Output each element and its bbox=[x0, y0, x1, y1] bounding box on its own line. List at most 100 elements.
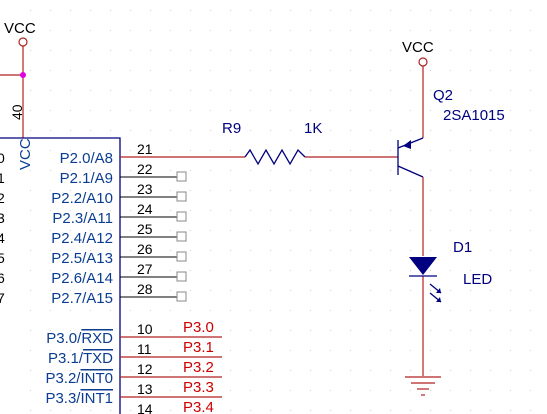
grid-dot bbox=[170, 350, 171, 351]
grid-dot bbox=[290, 230, 291, 231]
grid-dot bbox=[450, 90, 451, 91]
grid-dot bbox=[110, 270, 111, 271]
grid-dot bbox=[270, 270, 271, 271]
transistor-q2[interactable]: Q2 2SA1015 bbox=[397, 87, 505, 178]
grid-dot bbox=[130, 370, 131, 371]
grid-dot bbox=[450, 410, 451, 411]
grid-dot bbox=[30, 190, 31, 191]
grid-dot bbox=[30, 50, 31, 51]
grid-dot bbox=[250, 390, 251, 391]
grid-dot bbox=[270, 170, 271, 171]
grid-dot bbox=[110, 50, 111, 51]
grid-dot bbox=[450, 190, 451, 191]
grid-dot bbox=[350, 390, 351, 391]
grid-dot bbox=[390, 370, 391, 371]
grid-dot bbox=[530, 390, 531, 391]
resistor-r9[interactable]: R9 1K bbox=[222, 120, 322, 166]
grid-dot bbox=[210, 390, 211, 391]
grid-dot bbox=[490, 310, 491, 311]
grid-dot bbox=[70, 210, 71, 211]
grid-dot bbox=[470, 290, 471, 291]
mcu-port2-pins: P2.0/A821P2.1/A922P2.2/A1023P2.3/A1124P2… bbox=[51, 141, 187, 307]
vcc-right-symbol[interactable]: VCC bbox=[402, 39, 434, 138]
grid-dot bbox=[350, 410, 351, 411]
grid-dot bbox=[310, 110, 311, 111]
grid-dot bbox=[330, 210, 331, 211]
grid-dot bbox=[510, 390, 511, 391]
grid-dot bbox=[450, 130, 451, 131]
grid-dot bbox=[490, 110, 491, 111]
grid-dot bbox=[70, 130, 71, 131]
grid-dot bbox=[250, 350, 251, 351]
grid-dot bbox=[510, 170, 511, 171]
grid-dot bbox=[70, 70, 71, 71]
grid-dot bbox=[270, 310, 271, 311]
grid-dot bbox=[390, 130, 391, 131]
grid-dot bbox=[110, 170, 111, 171]
no-connect-marker bbox=[176, 191, 187, 202]
grid-dot bbox=[190, 410, 191, 411]
grid-dot bbox=[250, 30, 251, 31]
grid-dot bbox=[190, 390, 191, 391]
grid-dot bbox=[530, 130, 531, 131]
q2-designator: Q2 bbox=[433, 87, 453, 104]
vcc-right-terminal bbox=[418, 57, 428, 67]
grid-dot bbox=[110, 250, 111, 251]
grid-dot bbox=[370, 170, 371, 171]
grid-dot bbox=[430, 330, 431, 331]
grid-dot bbox=[450, 330, 451, 331]
r9-designator: R9 bbox=[222, 120, 241, 137]
grid-dot bbox=[150, 330, 151, 331]
grid-dot bbox=[350, 170, 351, 171]
grid-dot bbox=[250, 10, 251, 11]
ground-symbol[interactable] bbox=[405, 376, 441, 396]
grid-dot bbox=[390, 90, 391, 91]
grid-dot bbox=[370, 350, 371, 351]
grid-dot bbox=[530, 330, 531, 331]
grid-dot bbox=[390, 270, 391, 271]
grid-dot bbox=[130, 290, 131, 291]
grid-dot bbox=[250, 410, 251, 411]
grid-dot bbox=[130, 150, 131, 151]
port2-pin-label: P2.0/A8 bbox=[60, 150, 113, 167]
mcu-vcc-pin-number: 40 bbox=[9, 104, 25, 120]
grid-dot bbox=[50, 210, 51, 211]
grid-dot bbox=[330, 50, 331, 51]
grid-dot bbox=[230, 10, 231, 11]
grid-dot bbox=[50, 70, 51, 71]
grid-dot bbox=[210, 330, 211, 331]
grid-dot bbox=[490, 370, 491, 371]
led-d1[interactable]: D1 LED bbox=[409, 239, 492, 303]
grid-dot bbox=[430, 130, 431, 131]
grid-dot bbox=[210, 90, 211, 91]
grid-dot bbox=[430, 310, 431, 311]
grid-dot bbox=[490, 230, 491, 231]
mcu-left-digit: 0 bbox=[0, 150, 5, 166]
grid-dot bbox=[50, 410, 51, 411]
grid-dot bbox=[430, 210, 431, 211]
grid-dot bbox=[410, 70, 411, 71]
grid-dot bbox=[150, 210, 151, 211]
port2-pin-label: P2.5/A13 bbox=[51, 250, 113, 267]
grid-dot bbox=[270, 230, 271, 231]
grid-dot bbox=[30, 230, 31, 231]
grid-dot bbox=[430, 70, 431, 71]
grid-dot bbox=[270, 330, 271, 331]
grid-dot bbox=[210, 230, 211, 231]
grid-dot bbox=[150, 370, 151, 371]
grid-dot bbox=[350, 190, 351, 191]
grid-dot bbox=[90, 290, 91, 291]
grid-dot bbox=[310, 370, 311, 371]
grid-dot bbox=[290, 310, 291, 311]
grid-dot bbox=[170, 30, 171, 31]
grid-dot bbox=[190, 150, 191, 151]
grid-dot bbox=[150, 10, 151, 11]
grid-dot bbox=[270, 290, 271, 291]
grid-dot bbox=[250, 170, 251, 171]
grid-dot bbox=[270, 70, 271, 71]
grid-dot bbox=[530, 370, 531, 371]
grid-dot bbox=[210, 370, 211, 371]
grid-dot bbox=[90, 90, 91, 91]
vcc-left-symbol[interactable]: VCC bbox=[0, 20, 36, 138]
